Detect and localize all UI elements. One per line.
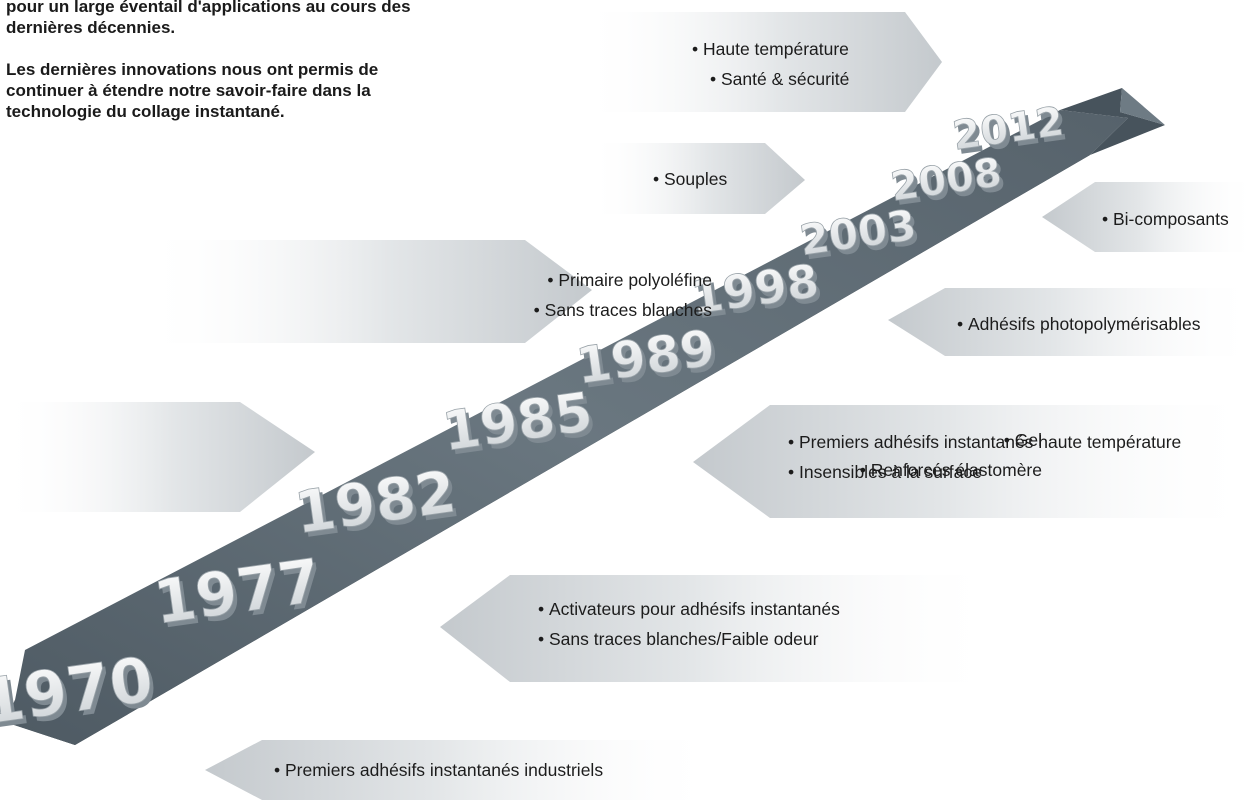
arrow-top-face bbox=[5, 110, 1128, 745]
callout-arrow-1989 bbox=[140, 240, 592, 343]
callout-item: Insensibles à la surface bbox=[788, 457, 1181, 487]
intro-paragraph-1: pour un large éventail d'applications au… bbox=[6, 0, 411, 37]
callout-item: Santé & sécurité bbox=[692, 64, 849, 94]
callout-item: Premiers adhésifs instantanés haute temp… bbox=[788, 427, 1181, 457]
callout-item: Primaire polyoléfine bbox=[534, 265, 712, 295]
callout-2003: Souples bbox=[653, 164, 727, 194]
timeline-arrow bbox=[5, 88, 1165, 745]
callout-item: Souples bbox=[653, 164, 727, 194]
callout-1998: Adhésifs photopolymérisables bbox=[957, 309, 1201, 339]
arrow-head bbox=[1060, 88, 1165, 155]
callout-1989: Primaire polyoléfineSans traces blanches bbox=[534, 265, 712, 325]
callout-item: Activateurs pour adhésifs instantanés bbox=[538, 594, 840, 624]
year-label-1977: 1977 bbox=[150, 546, 325, 639]
callout-1977: Activateurs pour adhésifs instantanésSan… bbox=[538, 594, 840, 654]
callout-item: Sans traces blanches bbox=[534, 295, 712, 325]
callout-item: Sans traces blanches/Faible odeur bbox=[538, 624, 840, 654]
callout-item: Adhésifs photopolymérisables bbox=[957, 309, 1201, 339]
callout-2012: Haute températureSanté & sécurité bbox=[692, 34, 849, 94]
callout-item: Bi-composants bbox=[1102, 204, 1229, 234]
callout-2008: Bi-composants bbox=[1102, 204, 1229, 234]
callout-1970: Premiers adhésifs instantanés industriel… bbox=[274, 755, 603, 785]
callout-1985: Premiers adhésifs instantanés haute temp… bbox=[788, 427, 1181, 487]
intro-paragraph-2: Les dernières innovations nous ont permi… bbox=[6, 60, 379, 121]
callout-arrow-1982 bbox=[0, 402, 315, 512]
callout-item: Premiers adhésifs instantanés industriel… bbox=[274, 755, 603, 785]
callout-item: Haute température bbox=[692, 34, 849, 64]
arrow-head-highlight bbox=[1120, 88, 1165, 125]
intro-text: pour un large éventail d'applications au… bbox=[6, 0, 446, 143]
